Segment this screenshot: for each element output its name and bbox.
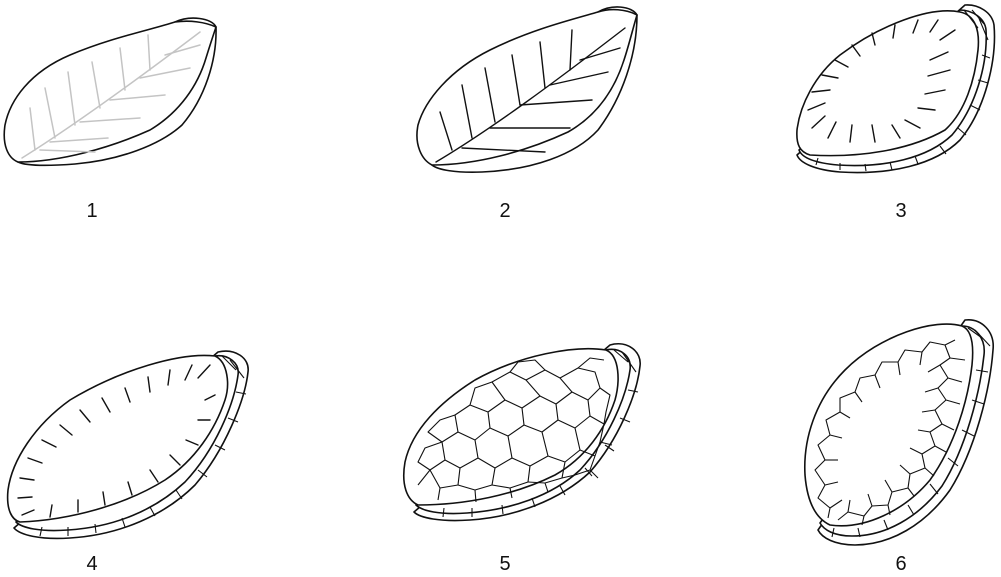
seed-4-outline	[8, 355, 228, 522]
panel-label-4: 4	[72, 553, 112, 575]
seed-4	[8, 351, 249, 538]
panel-label-5: 5	[485, 553, 525, 575]
seed-5	[404, 344, 640, 521]
panel-label-2: 2	[485, 200, 525, 222]
seed-6	[805, 320, 993, 545]
seed-6-outline	[805, 324, 973, 526]
seed-1-outline	[4, 21, 216, 162]
panel-label-1: 1	[72, 200, 112, 222]
panel-label-6: 6	[881, 553, 921, 575]
seed-3	[797, 5, 995, 173]
seed-2	[417, 7, 637, 172]
panel-label-3: 3	[881, 200, 921, 222]
seed-1	[4, 18, 216, 165]
